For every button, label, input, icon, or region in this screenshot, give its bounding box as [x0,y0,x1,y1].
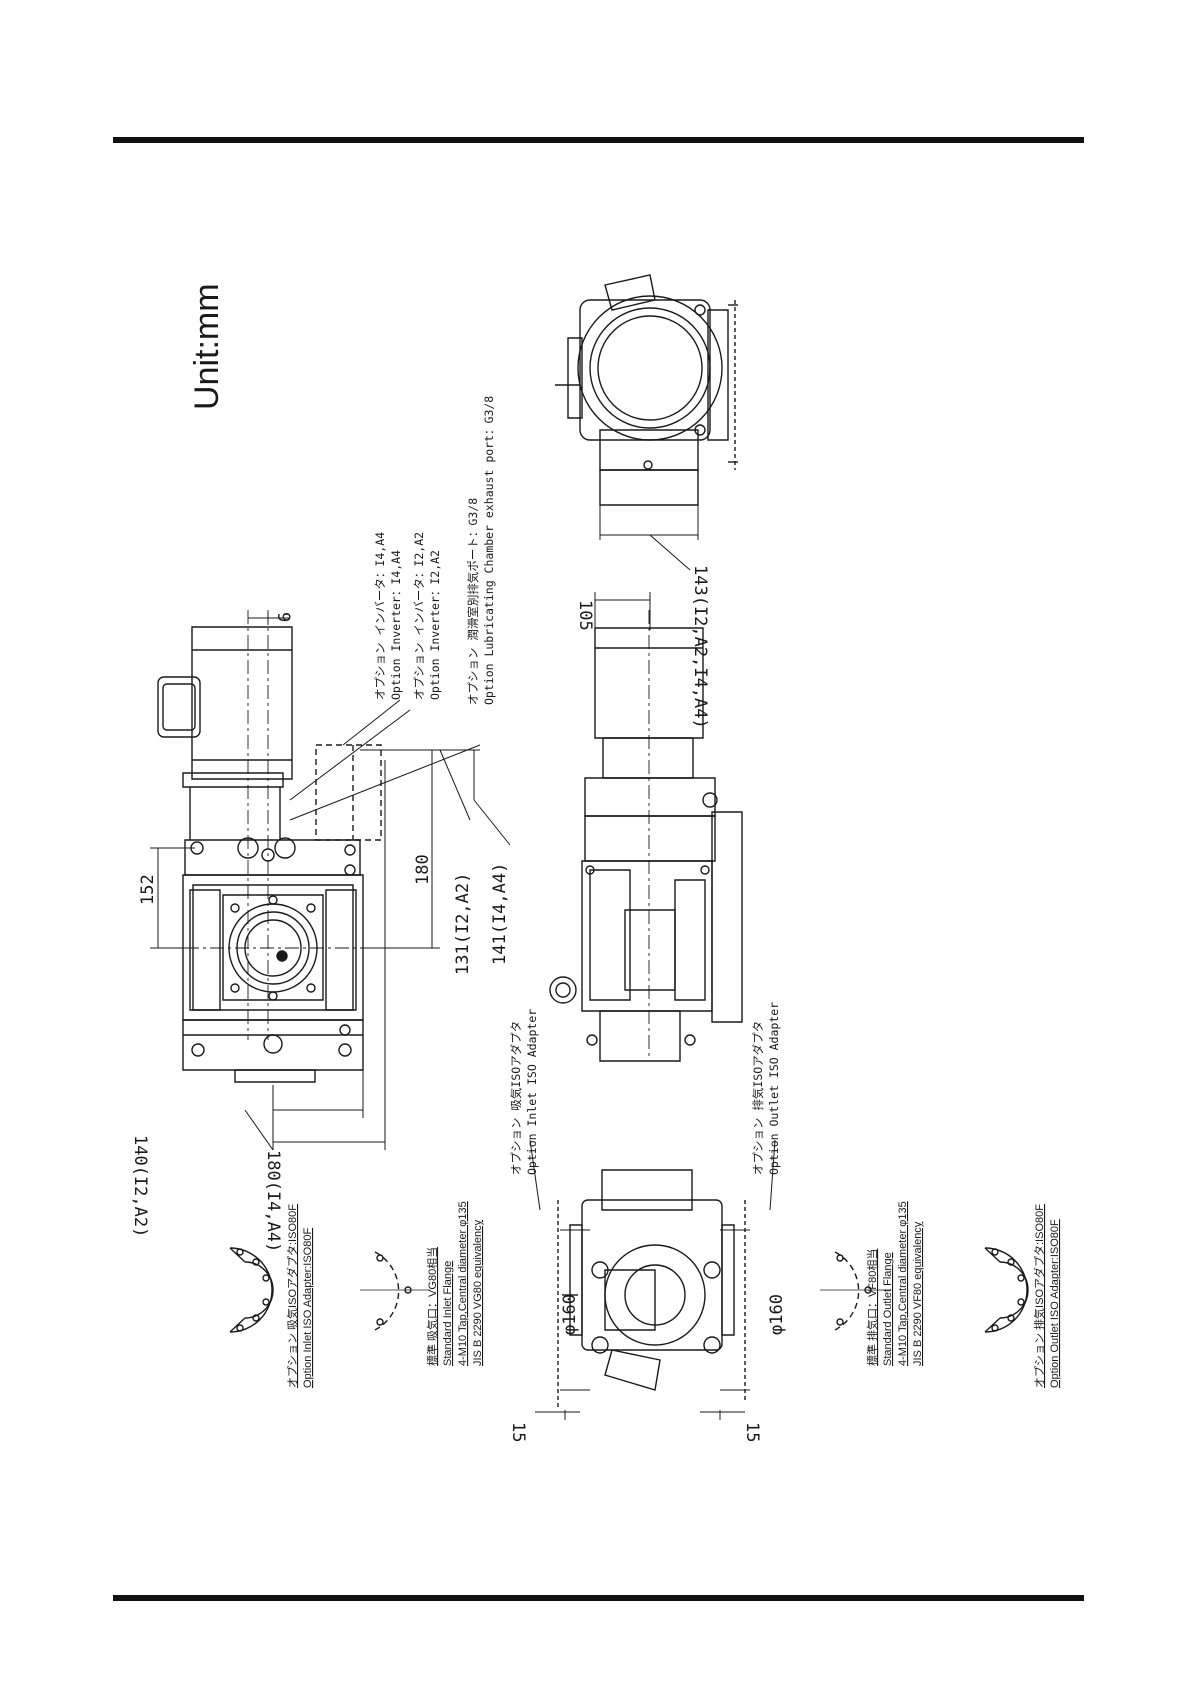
footer-rule [113,1595,1084,1601]
note-outlet-iso: オプション 排気ISOアダプタ Option Outlet ISO Adapte… [751,1002,781,1175]
dim-9: 9 [273,612,293,622]
note-inverter-i2-en: Option Inverter：I2,A2 [428,550,442,700]
note-inlet-iso-en: Option Inlet ISO Adapter [525,1009,539,1175]
note-outlet-iso-jp: オプション 排気ISOアダプタ [751,1021,765,1175]
dim-180-base: 180(I4,A4) [263,1150,283,1252]
flange-outlet-iso [985,1248,1028,1332]
end-view [555,274,738,570]
note-inlet-iso: オプション 吸気ISOアダプタ Option Inlet ISO Adapter [509,1009,539,1175]
label-inlet-iso-jp: オプション 吸気ISOアダプタ:ISO80F [285,1204,299,1388]
flange-outlet-std [820,1252,890,1330]
dim-15-inlet: 15 [508,1422,528,1442]
dim-15-outlet: 15 [742,1422,762,1442]
dim-131: 131(I2,A2) [453,873,473,975]
note-outlet-iso-en: Option Outlet ISO Adapter [767,1002,781,1175]
dim-152: 152 [138,874,158,905]
top-view [158,610,390,1082]
label-outlet-iso-jp: オプション 排気ISOアダプタ:ISO80F [1032,1204,1046,1388]
label-inlet-std-2: Standard Inlet Flange [442,1261,454,1366]
label-inlet-std: 標準 吸気口：VG80相当 Standard Inlet Flange 4-M1… [425,1201,484,1366]
dim-105: 105 [575,600,595,631]
label-inlet-std-4: JIS B 2290 VG80 equivalency [472,1219,484,1366]
note-inverter-i4-jp: オプション インバータ：I4,A4 [373,532,387,700]
note-inverter-i4: オプション インバータ：I4,A4 Option Inverter：I4,A4 [373,532,403,700]
note-lubricating-port: オプション 潤滑室別排気ポート：G3/8 Option Lubricating … [466,396,496,705]
note-inverter-i4-en: Option Inverter：I4,A4 [389,550,403,700]
dim-phi160-outlet: φ160 [767,1294,787,1335]
header-rule [113,137,1084,143]
side-view [550,592,742,1061]
label-outlet-std: 標準 排気口：VF80相当 Standard Outlet Flange 4-M… [865,1201,924,1366]
top-view-dimensions [150,612,510,1150]
label-outlet-std-1: 標準 排気口：VF80相当 [865,1249,879,1366]
bottom-view [530,1140,775,1420]
label-outlet-iso-en: Option Outlet ISO Adapter:ISO80F [1049,1219,1061,1388]
note-inverter-i2: オプション インバータ：I2,A2 Option Inverter：I2,A2 [412,532,442,700]
label-outlet-std-2: Standard Outlet Flange [882,1252,894,1366]
unit-label: Unit:mm [188,283,226,410]
note-inverter-i2-jp: オプション インバータ：I2,A2 [412,532,426,700]
label-inlet-iso: オプション 吸気ISOアダプタ:ISO80F Option Inlet ISO … [285,1204,314,1388]
dim-phi160-inlet: φ160 [560,1294,580,1335]
note-inlet-iso-jp: オプション 吸気ISOアダプタ [509,1021,523,1175]
note-lubricating-en: Option Lubricating Chamber exhaust port：… [482,396,496,705]
note-lubricating-jp: オプション 潤滑室別排気ポート：G3/8 [466,498,480,705]
flange-inlet-iso [230,1248,273,1332]
dim-180-side: 180 [413,854,433,885]
dim-140: 140(I2,A2) [130,1135,150,1237]
label-inlet-std-3: 4-M10 Tap,Central diameter φ135 [457,1201,469,1366]
label-outlet-std-3: 4-M10 Tap,Central diameter φ135 [897,1201,909,1366]
label-outlet-std-4: JIS B 2290 VF80 equivalency [912,1221,924,1366]
dim-141: 141(I4,A4) [490,863,510,965]
label-inlet-iso-en: Option Inlet ISO Adapter:ISO80F [302,1228,314,1388]
label-inlet-std-1: 標準 吸気口：VG80相当 [425,1247,439,1366]
flange-inlet-std [360,1252,430,1330]
label-outlet-iso: オプション 排気ISOアダプタ:ISO80F Option Outlet ISO… [1032,1204,1061,1388]
dim-143: 143(I2,A2,I4,A4) [690,565,710,729]
